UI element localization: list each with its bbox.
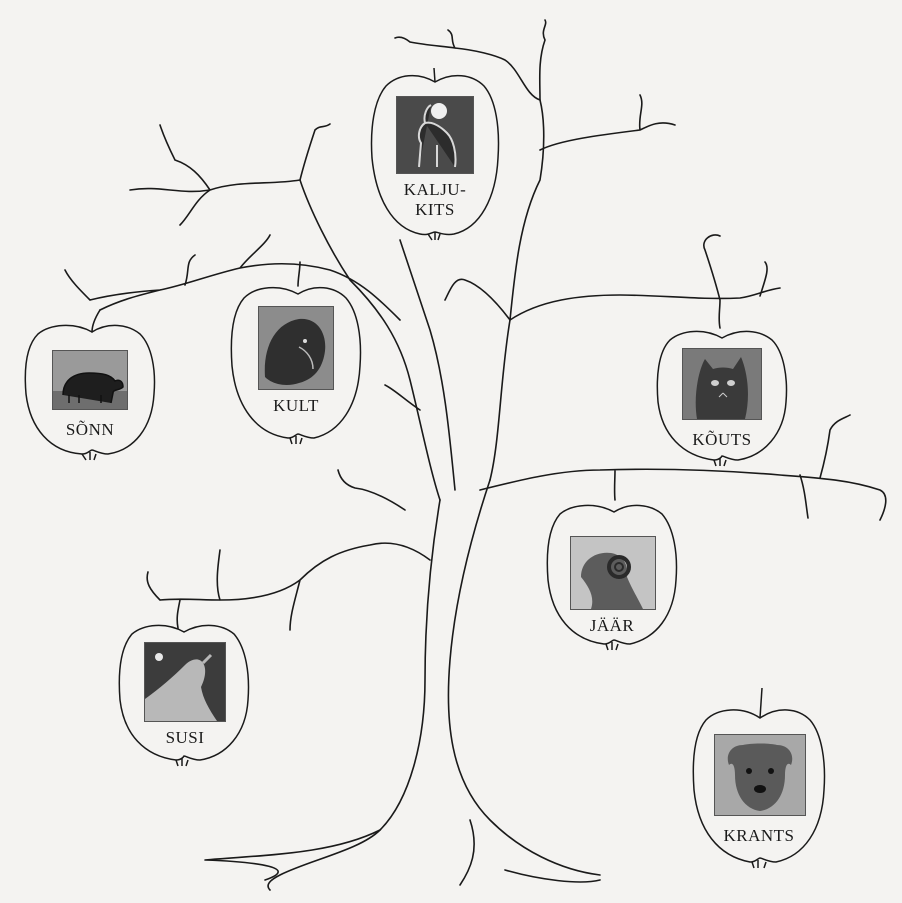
dog-head-icon <box>715 735 805 815</box>
howling-wolf-icon <box>145 643 225 721</box>
apple-label: KRANTS <box>690 826 828 846</box>
branch-top-right <box>540 95 675 150</box>
apple-jaar: JÄÄR <box>544 500 680 650</box>
animal-photo <box>714 734 806 816</box>
apple-label-line: KÕUTS <box>654 430 790 450</box>
animal-photo <box>682 348 762 420</box>
apple-label: SUSI <box>118 728 252 748</box>
ram-head-icon <box>571 537 655 609</box>
apple-label: KULT <box>228 396 364 416</box>
animal-photo <box>258 306 334 390</box>
apple-label-line: JÄÄR <box>544 616 680 636</box>
animal-photo <box>570 536 656 610</box>
apple-kouts: KÕUTS <box>654 326 790 468</box>
branch-right-upper <box>510 235 780 328</box>
branch-left-upper <box>130 124 330 225</box>
apple-label: JÄÄR <box>544 616 680 636</box>
animal-photo <box>396 96 474 174</box>
branch-right-small <box>445 279 510 320</box>
apple-sonn: SÕNN <box>22 320 158 462</box>
ibex-silhouette-icon <box>397 97 473 173</box>
branch-left-lower <box>147 470 430 630</box>
animal-photo <box>52 350 128 410</box>
apple-krants: KRANTS <box>690 686 828 868</box>
cat-head-icon <box>683 349 761 419</box>
apple-label-line: SÕNN <box>22 420 158 440</box>
apple-label-line: KRANTS <box>690 826 828 846</box>
boar-head-icon <box>259 307 333 389</box>
bull-icon <box>53 351 127 409</box>
root-left <box>268 830 380 890</box>
apple-kaljukits: KALJU- KITS <box>368 68 502 240</box>
apple-label-line: KALJU- <box>368 180 502 200</box>
apple-kult: KULT <box>228 282 364 444</box>
apple-label-line: KULT <box>228 396 364 416</box>
animal-photo <box>144 642 226 722</box>
apple-susi: SUSI <box>118 620 252 766</box>
apple-label: SÕNN <box>22 420 158 440</box>
apple-label-line: SUSI <box>118 728 252 748</box>
apple-label: KALJU- KITS <box>368 180 502 220</box>
apple-label-line: KITS <box>368 200 502 220</box>
apple-label: KÕUTS <box>654 430 790 450</box>
